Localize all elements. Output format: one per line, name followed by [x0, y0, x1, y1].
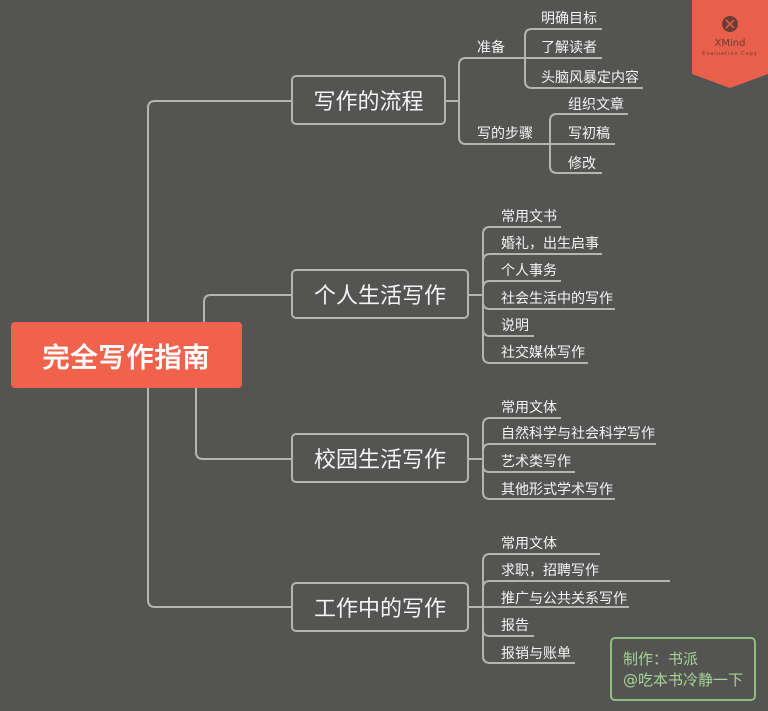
subtopic-preparation[interactable]: 准备 [477, 40, 505, 56]
subtopic-item[interactable]: 常用文体 [501, 536, 557, 552]
root-topic[interactable]: 完全写作指南 [11, 322, 242, 388]
badge-brand: XMind [714, 38, 746, 49]
subtopic-item[interactable]: 艺术类写作 [501, 454, 571, 470]
subtopic-item[interactable]: 社交媒体写作 [501, 345, 585, 361]
subtopic-item[interactable]: 报销与账单 [501, 646, 571, 662]
subtopic-item[interactable]: 报告 [501, 618, 529, 634]
branch-label: 写作的流程 [313, 90, 424, 115]
branch-personal-life-writing[interactable]: 个人生活写作 [291, 269, 469, 319]
connector-root-branch3 [195, 388, 292, 460]
branch-workplace-writing[interactable]: 工作中的写作 [291, 582, 469, 632]
subtopic-item[interactable]: 社会生活中的写作 [501, 291, 613, 307]
subtopic-item[interactable]: 婚礼，出生启事 [501, 236, 599, 252]
xmind-evaluation-badge: XMind Evaluation Copy [692, 0, 768, 88]
credit-note: 制作：书派 @吃本书冷静一下 [610, 637, 756, 701]
subtopic-item[interactable]: 推广与公共关系写作 [501, 591, 627, 607]
credit-line-handle: @吃本书冷静一下 [623, 671, 744, 689]
subtopic-item[interactable]: 写初稿 [568, 126, 610, 142]
connector-root-branch2 [203, 294, 292, 322]
root-topic-label: 完全写作指南 [42, 342, 211, 374]
subtopic-item[interactable]: 组织文章 [568, 97, 624, 113]
badge-subtitle: Evaluation Copy [702, 51, 758, 57]
subtopic-item[interactable]: 自然科学与社会科学写作 [501, 426, 655, 442]
subtopic-item[interactable]: 修改 [568, 156, 596, 172]
branch-label: 校园生活写作 [313, 448, 446, 473]
subtopic-item[interactable]: 常用文体 [501, 400, 557, 416]
subtopic-item[interactable]: 求职，招聘写作 [501, 563, 599, 579]
connector-root-branch1 [147, 100, 292, 322]
subtopic-item[interactable]: 个人事务 [501, 263, 557, 279]
connector-root-branch4 [147, 388, 292, 608]
subtopic-item[interactable]: 明确目标 [541, 11, 597, 27]
subtopic-item[interactable]: 了解读者 [541, 40, 597, 56]
branch-label: 个人生活写作 [313, 284, 446, 309]
subtopic-item[interactable]: 其他形式学术写作 [501, 482, 613, 498]
branch-writing-process[interactable]: 写作的流程 [291, 75, 446, 125]
subtopic-item[interactable]: 头脑风暴定内容 [541, 70, 639, 86]
branch-campus-life-writing[interactable]: 校园生活写作 [291, 433, 469, 483]
subtopic-writing-steps[interactable]: 写的步骤 [477, 126, 533, 142]
subtopic-item[interactable]: 说明 [501, 318, 529, 334]
branch-label: 工作中的写作 [313, 597, 446, 622]
credit-line-author: 制作：书派 [623, 650, 699, 668]
subtopic-item[interactable]: 常用文书 [501, 209, 557, 225]
